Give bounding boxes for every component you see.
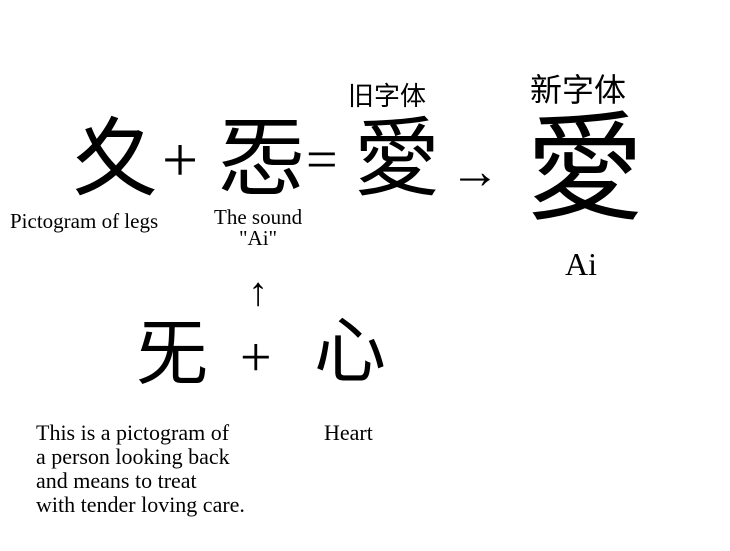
old-form-character: 愛 (354, 111, 440, 207)
up-arrow-icon: ↑ (248, 269, 268, 314)
old-form-label: 旧字体 (348, 82, 427, 111)
sound-caption: The sound "Ai" (214, 205, 303, 250)
right-arrow-icon: → (450, 143, 500, 199)
heart-character: 心 (314, 312, 387, 392)
person-character: 旡 (136, 314, 209, 394)
legs-caption: Pictogram of legs (10, 209, 159, 233)
plus-sign: + (162, 124, 199, 195)
reading-ai: Ai (565, 246, 597, 282)
equals-sign: = (306, 129, 338, 191)
sound-character: 㤅 (218, 111, 304, 207)
new-form-label: 新字体 (530, 72, 627, 108)
plus-sign-bottom: + (240, 327, 272, 389)
person-caption: This is a pictogram of a person looking … (36, 420, 245, 517)
legs-character: 夊 (72, 111, 158, 207)
new-form-character: 愛 (526, 105, 645, 236)
heart-caption: Heart (324, 420, 373, 445)
